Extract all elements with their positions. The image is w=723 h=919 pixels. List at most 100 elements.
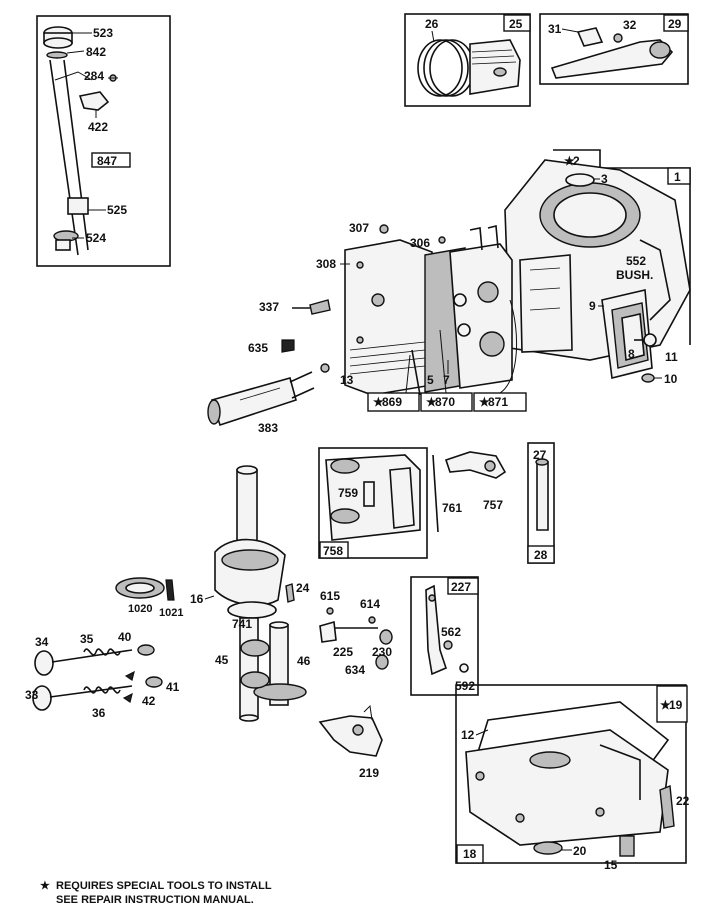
valve-spring-36 xyxy=(83,686,121,694)
label-614: 614 xyxy=(360,597,380,611)
label-18: 18 xyxy=(463,847,477,861)
camshaft-assembly: 45 46 xyxy=(215,621,311,706)
lever-757 xyxy=(444,451,507,479)
label-219: 219 xyxy=(359,766,379,780)
spark-plug-337 xyxy=(309,299,331,315)
special-tool-marker-871: ★ xyxy=(479,395,490,409)
governor-lever-assembly: 757 xyxy=(444,451,507,512)
footnote-line-2: SEE REPAIR INSTRUCTION MANUAL. xyxy=(56,894,254,906)
label-26: 26 xyxy=(425,17,439,31)
label-225: 225 xyxy=(333,645,353,659)
o-ring-842 xyxy=(46,51,68,59)
label-9: 9 xyxy=(589,299,596,313)
label-284: 284 xyxy=(84,69,104,83)
label-562: 562 xyxy=(441,625,461,639)
footnote-line-1: REQUIRES SPECIAL TOOLS TO INSTALL xyxy=(56,880,272,892)
screw-10 xyxy=(641,373,655,383)
tube-grommet-525 xyxy=(67,197,89,215)
crankshaft-16 xyxy=(236,469,258,551)
label-1: 1 xyxy=(674,170,681,184)
special-tool-marker-869: ★ xyxy=(373,395,384,409)
label-22: 22 xyxy=(676,794,690,808)
label-32: 32 xyxy=(623,18,637,32)
retainer-40 xyxy=(137,644,155,656)
label-27: 27 xyxy=(533,448,547,462)
label-307: 307 xyxy=(349,221,369,235)
piston-ring-assembly: 26 25 xyxy=(404,13,531,107)
key-24 xyxy=(285,583,295,603)
governor-shaft-assembly: 615 614 225 230 634 xyxy=(319,589,393,677)
breather-tube-11 xyxy=(643,333,657,347)
kit-box-870 xyxy=(420,392,473,412)
label-15: 15 xyxy=(604,858,618,872)
label-847: 847 xyxy=(97,154,117,168)
label-230: 230 xyxy=(372,645,392,659)
label-383: 383 xyxy=(258,421,278,435)
crank-562 xyxy=(425,584,447,676)
special-tool-marker-870: ★ xyxy=(426,395,437,409)
muffler-assembly: 383 xyxy=(207,371,315,435)
pin-614 xyxy=(368,616,376,624)
spacer-1021 xyxy=(165,579,175,601)
label-761: 761 xyxy=(442,501,462,515)
label-842: 842 xyxy=(86,45,106,59)
label-5: 5 xyxy=(427,373,434,387)
label-25: 25 xyxy=(509,17,523,31)
label-227: 227 xyxy=(451,580,471,594)
plug-635 xyxy=(281,339,295,353)
special-tools-footnote: ★ REQUIRES SPECIAL TOOLS TO INSTALL SEE … xyxy=(40,879,272,907)
cam-lobe-45 xyxy=(240,639,270,657)
label-3: 3 xyxy=(601,172,608,186)
pin-42 xyxy=(122,692,133,703)
label-869: 869 xyxy=(382,395,402,409)
label-422: 422 xyxy=(88,120,108,134)
special-tool-marker-2: ★ xyxy=(564,154,575,168)
label-524: 524 xyxy=(86,231,106,245)
link-761 xyxy=(432,454,439,533)
connecting-rod-box xyxy=(539,13,689,85)
counterweight-assembly: 1020 1021 xyxy=(115,577,183,619)
bolt-13 xyxy=(320,363,330,373)
gear-741 xyxy=(227,601,277,619)
label-7: 7 xyxy=(443,373,450,387)
piston-box xyxy=(404,13,531,107)
label-2: 2 xyxy=(573,154,580,168)
governor-crank-assembly: 227 562 592 xyxy=(410,576,479,696)
label-29: 29 xyxy=(668,17,682,31)
label-552: 552 xyxy=(626,254,646,268)
gasket-box-19 xyxy=(656,685,688,723)
retainer-41 xyxy=(145,676,163,688)
label-40: 40 xyxy=(118,630,132,644)
label-33: 33 xyxy=(25,688,39,702)
star-icon: ★ xyxy=(40,880,50,892)
label-16: 16 xyxy=(190,592,204,606)
exhaust-valve-33 xyxy=(32,685,52,711)
label-759: 759 xyxy=(338,486,358,500)
label-41: 41 xyxy=(166,680,180,694)
label-20: 20 xyxy=(573,844,587,858)
bushing-assembly: 27 28 xyxy=(527,442,555,564)
label-11: 11 xyxy=(665,350,678,364)
seal-3 xyxy=(565,173,595,187)
label-592: 592 xyxy=(455,679,475,693)
bolt-22 xyxy=(659,785,675,829)
label-bush: BUSH. xyxy=(616,268,653,282)
label-757: 757 xyxy=(483,498,503,512)
label-19: 19 xyxy=(669,698,683,712)
kit-box-847 xyxy=(91,152,131,168)
label-46: 46 xyxy=(297,654,311,668)
bracket-219-assembly: 219 xyxy=(318,704,383,780)
special-tool-marker-19: ★ xyxy=(660,698,671,712)
seal-634 xyxy=(375,654,389,670)
label-1021: 1021 xyxy=(159,607,183,619)
label-741: 741 xyxy=(232,617,252,631)
label-36: 36 xyxy=(92,706,106,720)
label-870: 870 xyxy=(435,395,455,409)
label-13: 13 xyxy=(340,373,354,387)
nut-306 xyxy=(438,236,446,244)
label-525: 525 xyxy=(107,203,127,217)
label-337: 337 xyxy=(259,300,279,314)
screw-592 xyxy=(459,663,469,673)
intake-valve-34 xyxy=(34,650,54,676)
